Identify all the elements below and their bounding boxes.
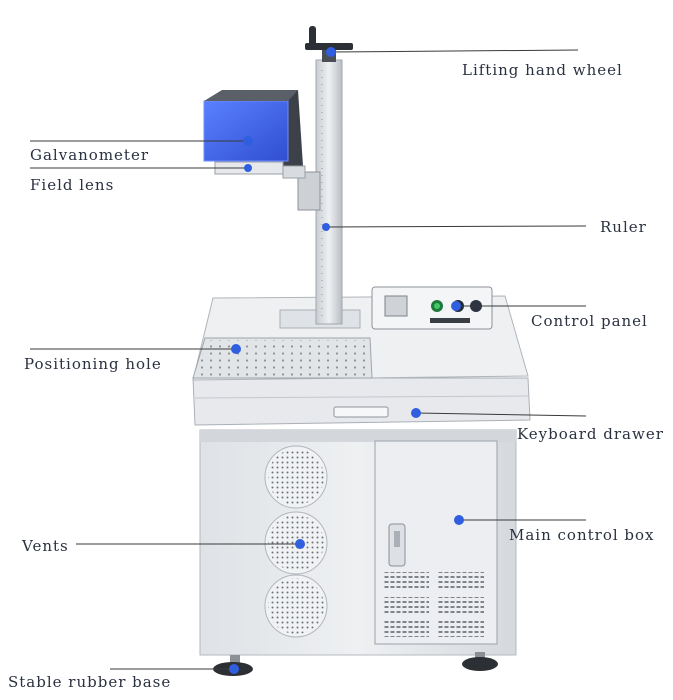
marker-lifting-hand-wheel — [326, 47, 336, 57]
marker-dots — [229, 47, 464, 674]
leader-lines — [30, 49, 587, 670]
marker-control-panel — [451, 301, 461, 311]
label-galvanometer: Galvanometer — [30, 146, 150, 164]
marker-stable-rubber-base — [229, 664, 239, 674]
label-field-lens: Field lens — [30, 176, 115, 194]
label-keyboard-drawer: Keyboard drawer — [517, 425, 664, 443]
keyboard-drawer — [192, 377, 531, 426]
control-panel — [371, 286, 493, 330]
lifting-hand-wheel — [305, 26, 353, 62]
label-stable-rubber-base: Stable rubber base — [8, 673, 172, 691]
rubber-feet — [213, 652, 498, 676]
galvanometer — [203, 90, 306, 179]
marker-vents — [295, 539, 305, 549]
label-control-panel: Control panel — [531, 312, 648, 330]
label-vents: Vents — [22, 537, 69, 555]
marker-main-control-box — [454, 515, 464, 525]
label-ruler: Ruler — [600, 218, 647, 236]
label-lifting-hand-wheel: Lifting hand wheel — [462, 61, 623, 79]
marker-keyboard-drawer — [411, 408, 421, 418]
marker-field-lens — [244, 164, 252, 172]
label-positioning-hole: Positioning hole — [24, 355, 162, 373]
marker-ruler — [322, 223, 330, 231]
lifting-column — [279, 59, 361, 329]
label-main-control-box: Main control box — [509, 526, 655, 544]
main-control-box — [374, 440, 498, 645]
marker-positioning-hole — [231, 344, 241, 354]
marker-galvanometer — [243, 136, 253, 146]
